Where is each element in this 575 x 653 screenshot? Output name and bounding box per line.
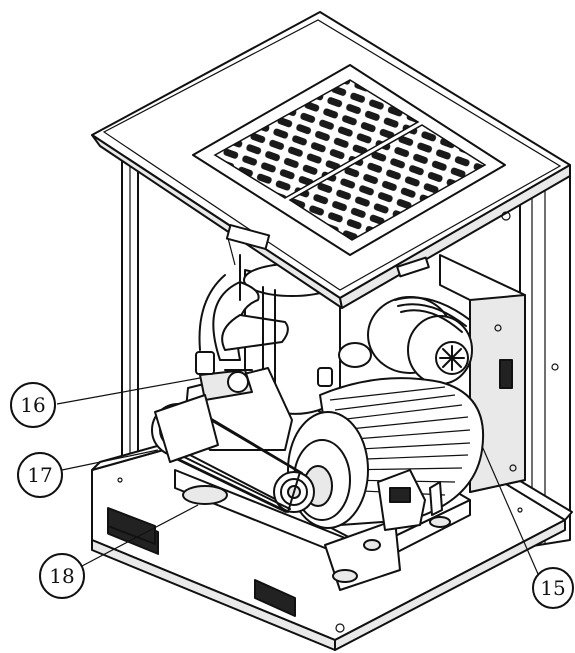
leader-line-16 — [56, 377, 201, 405]
leader-line-15 — [481, 445, 539, 575]
svg-text:18: 18 — [49, 564, 74, 588]
filter-knob-icon — [439, 345, 465, 371]
air-filter — [367, 296, 473, 385]
callout-18: 18 — [39, 553, 85, 599]
callout-15: 15 — [532, 567, 574, 609]
ventilation-grille — [192, 64, 506, 256]
svg-text:17: 17 — [27, 463, 52, 487]
svg-text:16: 16 — [20, 393, 45, 417]
top-roof-panel — [91, 11, 571, 309]
belt-drive — [151, 394, 315, 513]
callout-16: 16 — [10, 382, 56, 428]
svg-text:15: 15 — [540, 576, 565, 600]
leader-line-18 — [81, 504, 199, 567]
leader-line-17 — [61, 449, 159, 471]
callout-17: 17 — [17, 452, 63, 498]
left-side-panel — [121, 149, 139, 457]
leader-lines — [56, 377, 539, 575]
